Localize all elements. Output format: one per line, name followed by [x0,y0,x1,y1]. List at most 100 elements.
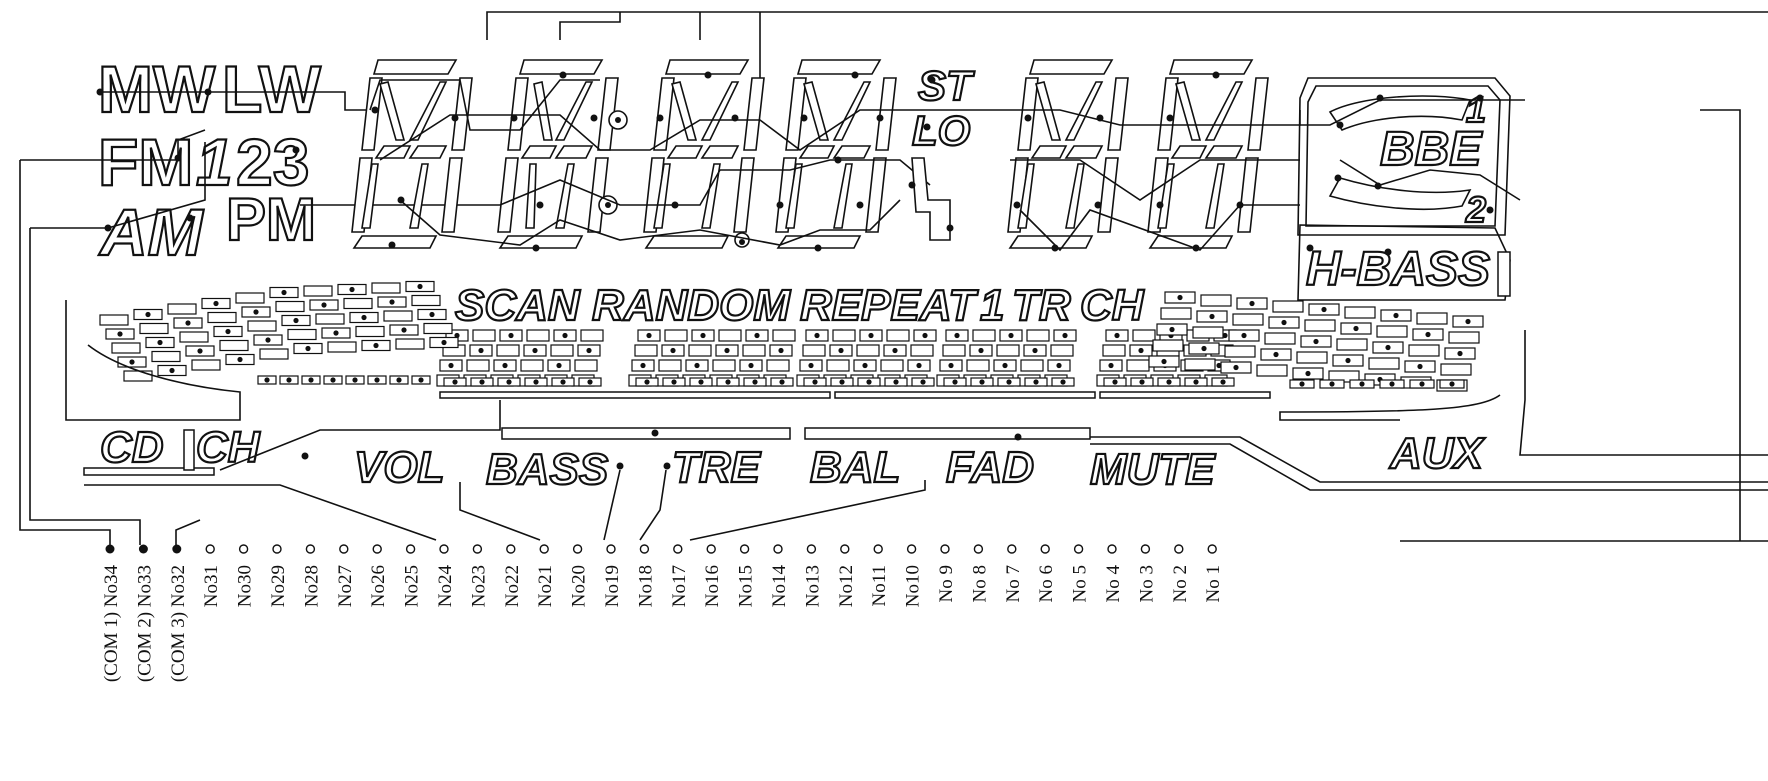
meter-cell-contact [1138,347,1144,354]
meter-cell [634,344,658,357]
pin-terminal [138,544,148,554]
meter-cell-contact [646,332,652,339]
pin-label: No12 [836,565,857,607]
pin-terminal [1174,544,1184,554]
meter-cell-contact [978,347,984,354]
meter-cell-contact [562,332,568,339]
meter-cell-contact [862,362,868,369]
meter-cell-contact [479,379,485,385]
band-lw: LW [222,52,322,126]
meter-cell [520,359,544,372]
meter-cell-contact [1201,345,1207,352]
meter-cell-contact [401,327,407,333]
meter-cell-contact [293,317,299,324]
meter-cell [772,329,796,342]
pin-label: No31 [201,565,222,607]
pin-terminal [272,544,282,554]
meter-cell-contact [1062,332,1068,339]
digit-4 [775,59,897,249]
meter-cell [802,344,826,357]
meter-cell [856,344,880,357]
meter-cell-contact [779,379,785,385]
bbe-1-indicator: 1 [1466,89,1486,130]
meter-cell [580,329,604,342]
pin-label: No22 [502,565,523,607]
meter-cell [371,282,401,294]
meter-cell [1448,331,1480,344]
meter-cell [315,313,345,325]
bbe-level-upper [1328,95,1472,131]
meter-cell-contact [145,311,151,318]
pin-terminal [906,544,917,554]
meter-cell-contact [748,362,754,369]
pin-terminal [639,544,650,554]
meter-cell-contact [506,379,512,385]
frame-wires [19,11,1768,545]
meter-cell-contact [725,379,731,385]
pin-label: No14 [769,565,790,608]
pin-label: No30 [235,565,256,607]
meter-cell-contact [724,347,730,354]
meter-cell-contact [374,377,380,383]
meter-cell [327,341,357,353]
meter-cell [111,342,141,354]
pin-terminal [572,544,583,554]
pin-label: No 2 [1170,565,1191,602]
local-indicator: LO [912,107,970,154]
meter-cell-contact [671,379,677,385]
vol-indicator: VOL [354,443,444,492]
meter-cell [1184,358,1216,371]
meter-cell [1296,351,1328,364]
meter-cell [219,339,249,352]
band-mw: MW [98,52,216,126]
meter-cell [550,344,574,357]
meter-cell [1026,329,1050,342]
digit-5 [1007,59,1129,249]
meter-cell-contact [778,347,784,354]
meter-cell-contact [1169,326,1175,333]
pin-terminal [472,544,483,554]
pin-label: No 7 [1003,565,1024,602]
pin-label: No23 [468,565,489,607]
meter-cell [191,359,221,371]
meter-cell-contact [920,379,926,385]
meter-cell [766,359,790,372]
meter-cell [1200,294,1232,307]
meter-cell-contact [1209,313,1215,320]
meter-cell [1050,344,1074,357]
meter-cell-contact [556,362,562,369]
meter-cell [167,303,197,315]
meter-cell-contact [700,332,706,339]
pin-terminal [439,544,449,554]
meter-cell-contact [644,379,650,385]
meter-cell-contact [1465,318,1471,325]
pin-terminal [840,544,850,554]
meter-cell-contact [1359,381,1365,387]
meter-cell-contact [916,362,922,369]
meter-cell [1256,364,1288,377]
meter-cell-contact [225,328,231,335]
pin-label: No 9 [936,565,957,602]
meter-cell [966,359,990,372]
meter-cell-contact [237,356,243,363]
meter-cell-contact [1056,362,1062,369]
meter-cell-contact [814,332,820,339]
meter-cell-contact [1220,379,1226,385]
meter-cell-contact [892,347,898,354]
bbe-2-indicator: 2 [1465,189,1486,230]
random-indicator: RANDOM [592,281,791,330]
meter-cell-contact [253,309,259,315]
meter-cell-contact [448,362,454,369]
function-labels: CD CH VOL BASS TRE BAL FAD MUTE AUX [83,400,1487,541]
meter-cell [910,344,934,357]
meter-cell [880,359,904,372]
meter-cell-contact [1249,300,1255,307]
meter-cell-contact [979,379,985,385]
meter-cell [1416,312,1448,325]
meter-cell-contact [373,342,379,349]
meter-cell-contact [1166,379,1172,385]
pin-terminal [673,544,683,554]
pin-terminal [339,544,349,554]
pin-label: (COM 3) No32 [168,565,189,682]
meter-cell-contact [129,359,135,365]
